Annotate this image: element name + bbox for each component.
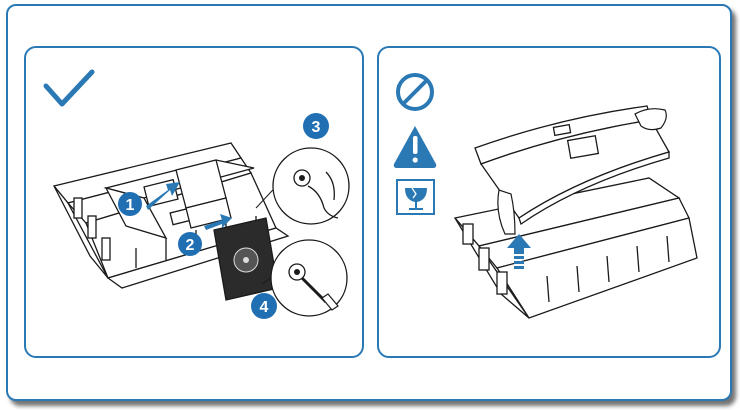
zoom-detail-screw-bottom [261,239,348,317]
correct-method-panel: 1 2 3 4 [24,46,364,358]
step-badge-1: 1 [118,192,142,216]
prohibited-icon [396,73,434,111]
svg-text:2: 2 [186,237,195,254]
lift-up-arrow [507,234,531,269]
fragile-icon [396,179,435,215]
svg-text:1: 1 [126,197,135,214]
incorrect-method-panel [377,46,721,358]
zoom-detail-screw-top [255,147,350,225]
hands [497,108,667,235]
stand-base-plate [213,217,279,301]
step-badge-2: 2 [178,232,202,256]
stand-neck [175,159,232,229]
svg-text:3: 3 [312,119,321,136]
incorrect-method-illustration [393,73,698,319]
step-badge-4: 4 [251,293,277,319]
monitor-lifted [474,105,670,226]
packaging-foam [453,177,698,319]
instruction-frame: 1 2 3 4 [6,4,732,401]
warning-icon [393,126,437,168]
direction-arrows [146,182,232,230]
svg-text:4: 4 [260,299,269,316]
correct-method-illustration: 1 2 3 4 [43,69,350,319]
checkmark-icon [43,69,95,107]
step-badge-3: 3 [303,113,329,139]
